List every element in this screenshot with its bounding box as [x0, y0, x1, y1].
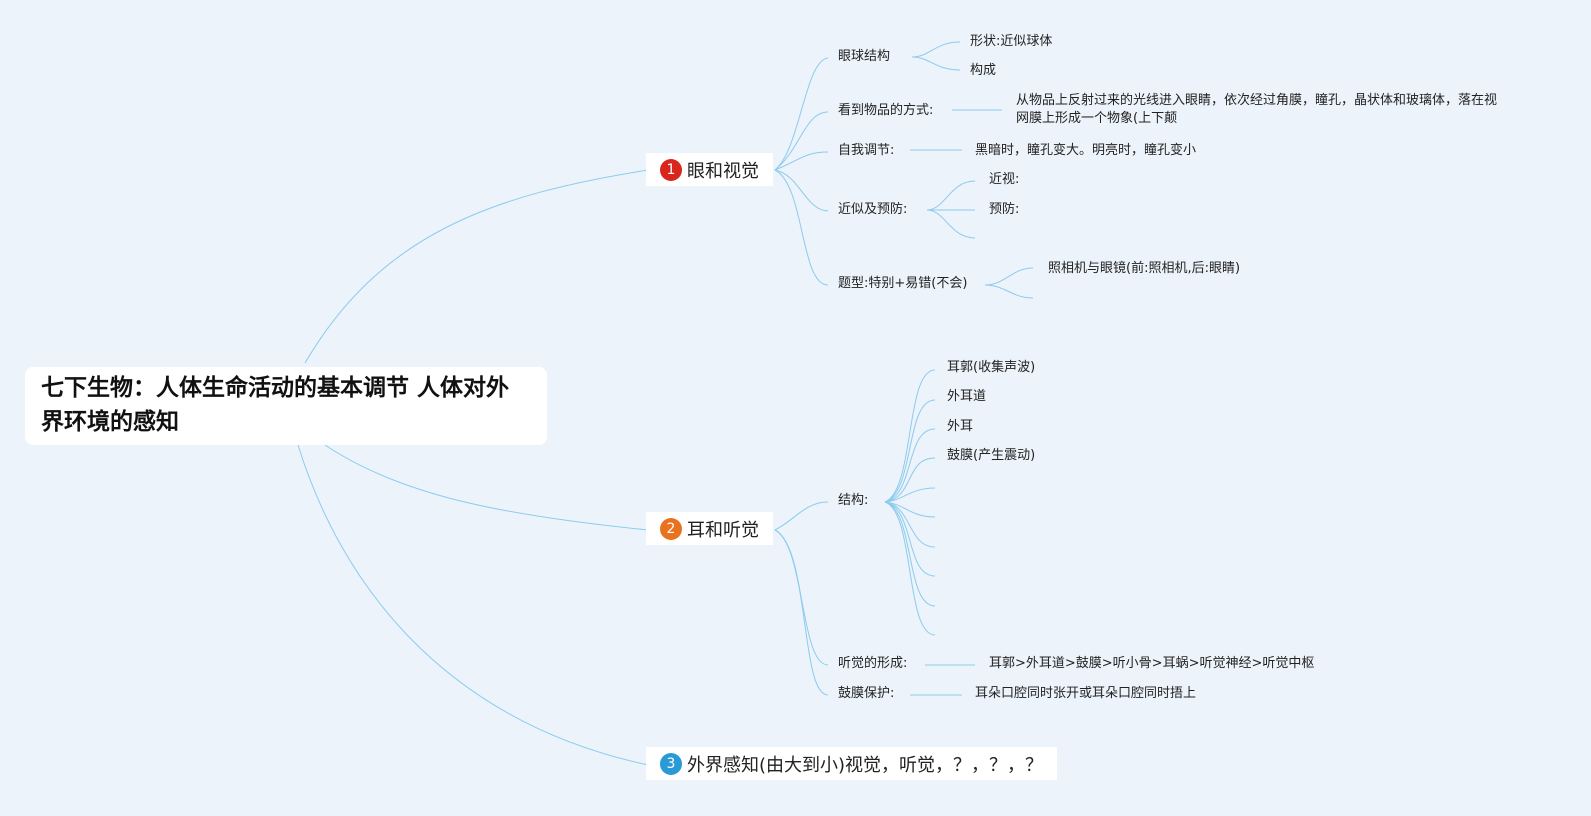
- connector-ear-c3: [884, 428, 936, 503]
- node-composition[interactable]: 构成: [970, 63, 997, 78]
- connector-s1-c1: [911, 41, 961, 58]
- node-camera-and-eye[interactable]: 照相机与眼镜(前:照相机,后:眼睛): [1048, 261, 1241, 276]
- subtopic-eyeball-structure[interactable]: 眼球结构: [838, 49, 891, 64]
- node-ear-canal[interactable]: 外耳道: [947, 389, 987, 404]
- subtopic-ear-structure[interactable]: 结构:: [838, 493, 869, 508]
- node-eardrum[interactable]: 鼓膜(产生震动): [947, 448, 1036, 463]
- node-myopia[interactable]: 近视:: [989, 172, 1020, 187]
- connector-ear-c10: [884, 501, 936, 636]
- connector-t2-s3: [774, 529, 829, 696]
- connector-s5-c1: [984, 267, 1034, 286]
- connector-ear-c8: [884, 501, 936, 577]
- node-shape[interactable]: 形状:近似球体: [970, 34, 1053, 49]
- topic-ear-and-hearing[interactable]: 2 耳和听觉: [646, 512, 773, 545]
- connector-t1-s1: [774, 57, 829, 171]
- connector-t2-s1: [774, 501, 829, 531]
- connector-ear-c4: [884, 457, 936, 503]
- topic-eye-and-vision[interactable]: 1 眼和视觉: [646, 153, 773, 186]
- connector-ear-c5: [884, 487, 936, 503]
- connector-t1-s3: [774, 151, 829, 171]
- node-prevention[interactable]: 预防:: [989, 202, 1020, 217]
- topic-number-badge: 1: [660, 158, 682, 181]
- connector-root-topic3: [297, 444, 649, 766]
- subtopic-hearing-formation[interactable]: 听觉的形成:: [838, 656, 908, 671]
- connector-t2-s2: [774, 529, 829, 666]
- subtopic-how-we-see[interactable]: 看到物品的方式:: [838, 103, 934, 118]
- topic-number-badge: 2: [660, 517, 682, 540]
- connector-root-topic1: [304, 169, 649, 364]
- node-light-path[interactable]: 从物品上反射过来的光线进入眼睛，依次经过角膜，瞳孔，晶状体和玻璃体，落在视网膜上…: [1016, 93, 1498, 126]
- connector-t1-s5: [774, 169, 829, 286]
- connector-s1-c2: [911, 56, 961, 71]
- connector-s4-c1: [926, 180, 976, 211]
- connector-root-topic2: [324, 444, 649, 531]
- node-auricle[interactable]: 耳郭(收集声波): [947, 360, 1036, 375]
- root-topic[interactable]: 七下生物：人体生命活动的基本调节 人体对外界环境的感知: [25, 367, 547, 445]
- connector-s4-c3: [926, 209, 976, 239]
- connector-s5-c2: [984, 284, 1034, 299]
- subtopic-myopia-prevention[interactable]: 近似及预防:: [838, 202, 908, 217]
- topic-label: 眼和视觉: [687, 160, 759, 182]
- connector-ear-c1: [884, 369, 936, 503]
- topic-label: 耳和听觉: [687, 519, 759, 541]
- connector-t1-s2: [774, 111, 829, 171]
- connector-ear-c9: [884, 501, 936, 607]
- node-hearing-pathway[interactable]: 耳郭>外耳道>鼓膜>听小骨>耳蜗>听觉神经>听觉中枢: [989, 656, 1315, 671]
- subtopic-eardrum-protection[interactable]: 鼓膜保护:: [838, 686, 895, 701]
- root-title: 七下生物：人体生命活动的基本调节 人体对外界环境的感知: [41, 375, 510, 435]
- node-protection-method[interactable]: 耳朵口腔同时张开或耳朵口腔同时捂上: [975, 686, 1197, 701]
- node-outer-ear[interactable]: 外耳: [947, 419, 974, 434]
- connector-ear-c7: [884, 501, 936, 548]
- topic-number-badge: 3: [660, 752, 682, 775]
- subtopic-question-types[interactable]: 题型:特别+易错(不会): [838, 276, 968, 291]
- topic-label: 外界感知(由大到小)视觉，听觉，？，？，？: [687, 754, 1044, 776]
- topic-external-perception[interactable]: 3 外界感知(由大到小)视觉，听觉，？，？，？: [646, 747, 1058, 780]
- connector-ear-c2: [884, 399, 936, 503]
- connector-t1-s4: [774, 169, 829, 212]
- subtopic-self-adjustment[interactable]: 自我调节:: [838, 143, 895, 158]
- node-pupil-adjustment[interactable]: 黑暗时，瞳孔变大。明亮时，瞳孔变小: [975, 143, 1197, 158]
